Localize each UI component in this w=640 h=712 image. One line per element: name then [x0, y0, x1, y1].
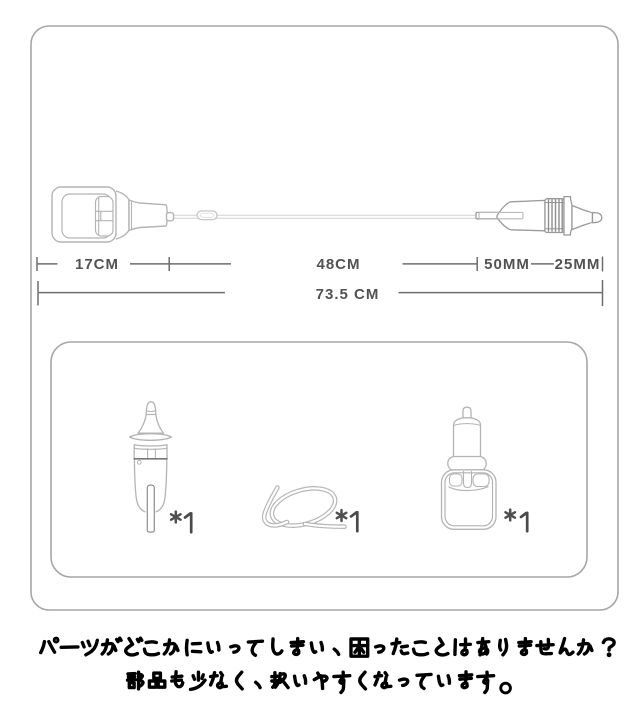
svg-text:48CM: 48CM: [316, 256, 360, 273]
svg-text:17CM: 17CM: [75, 256, 119, 273]
svg-text:73.5 CM: 73.5 CM: [316, 286, 380, 303]
svg-text:50MM: 50MM: [484, 256, 530, 273]
svg-text:25MM: 25MM: [555, 256, 601, 273]
